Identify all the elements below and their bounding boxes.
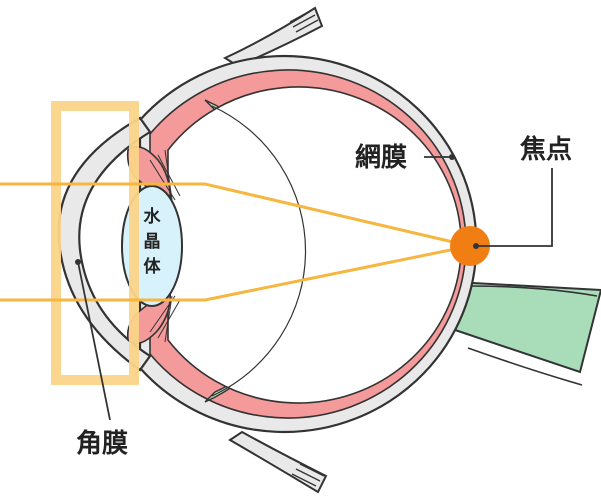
lens-label-char-3: 体 — [144, 256, 162, 277]
light-ray-top — [0, 182, 471, 248]
cornea-label: 角膜 — [76, 428, 128, 459]
zonule-fibers-bottom — [149, 295, 181, 343]
optic-nerve — [454, 280, 601, 374]
cornea-highlight-box — [51, 101, 139, 385]
cornea — [57, 116, 152, 372]
cornea-leader-dot — [75, 259, 81, 265]
zonule-fibers-top — [149, 149, 181, 201]
light-ray-bottom — [0, 244, 471, 302]
lens-label-char-1: 水 — [144, 206, 162, 227]
retina-label: 網膜 — [355, 142, 407, 173]
focus-label: 焦点 — [520, 134, 572, 165]
focus-point — [450, 226, 490, 266]
retina-inner-line — [211, 105, 307, 397]
optic-nerve-sheath-bottom — [467, 347, 583, 386]
eye-muscle-top-fibers — [289, 9, 319, 33]
optic-nerve-sheath-top — [469, 285, 598, 297]
retina-leader-dot — [449, 154, 455, 160]
focus-leader-line — [476, 168, 553, 247]
eye-muscle-bottom-fibers — [291, 463, 325, 487]
lens-label-char-2: 晶 — [144, 232, 161, 252]
eye-muscle-bottom — [228, 430, 328, 494]
cornea-leader-line — [77, 261, 111, 421]
